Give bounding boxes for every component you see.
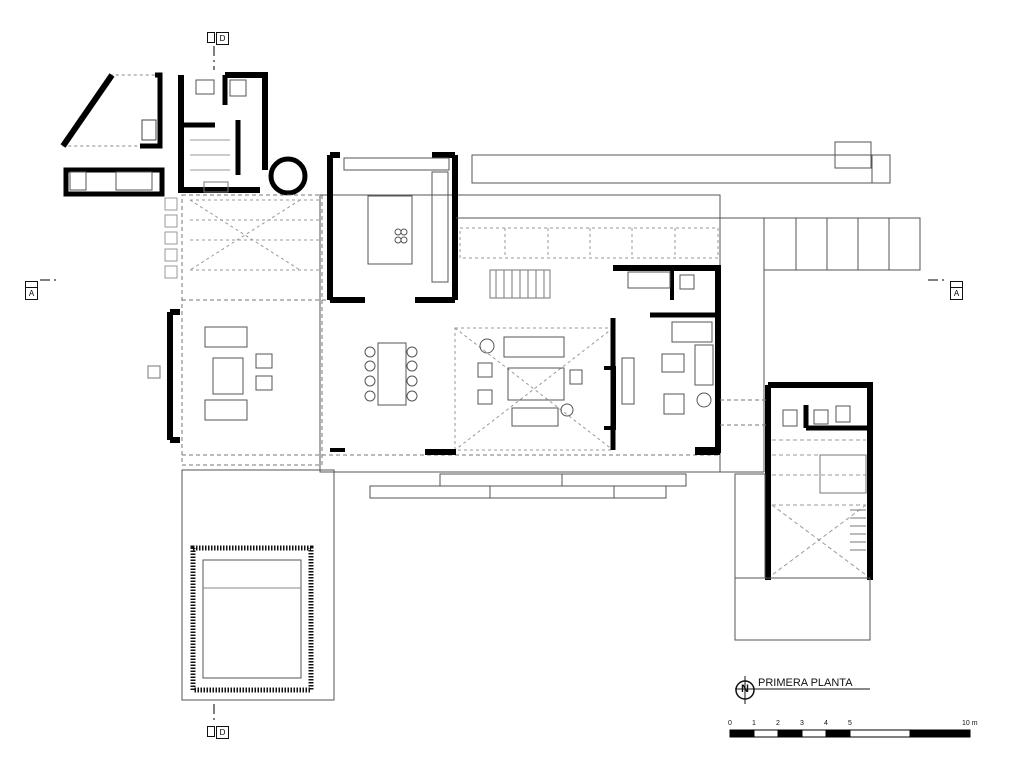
scale-label: 4 bbox=[824, 720, 828, 727]
terrace-strip bbox=[456, 141, 921, 473]
section-tag-left-cap bbox=[25, 281, 38, 288]
section-tag-right-letter: A bbox=[950, 287, 963, 300]
section-tag-top bbox=[206, 32, 217, 44]
scale-label: 3 bbox=[800, 720, 804, 727]
scale-bar-graphic bbox=[729, 729, 971, 738]
north-letter: N bbox=[741, 683, 749, 695]
main-house bbox=[147, 152, 721, 473]
scale-label: 0 bbox=[728, 720, 732, 727]
section-tag-right-cap bbox=[950, 281, 963, 288]
north-arrow-icon bbox=[735, 676, 755, 704]
plan-title: PRIMERA PLANTA bbox=[758, 677, 853, 689]
pool-area bbox=[181, 469, 335, 701]
front-steps bbox=[369, 473, 687, 499]
section-tag-bottom-letter: D bbox=[216, 726, 229, 739]
section-tag-top-letter: D bbox=[216, 32, 229, 45]
scale-label: 1 bbox=[752, 720, 756, 727]
scale-label: 10 m bbox=[962, 720, 978, 727]
scale-label: 5 bbox=[848, 720, 852, 727]
section-tag-bottom bbox=[206, 726, 217, 738]
annex bbox=[720, 382, 873, 641]
section-tag-left-letter: A bbox=[25, 287, 38, 300]
scale-label: 2 bbox=[776, 720, 780, 727]
service-wing bbox=[60, 72, 308, 197]
